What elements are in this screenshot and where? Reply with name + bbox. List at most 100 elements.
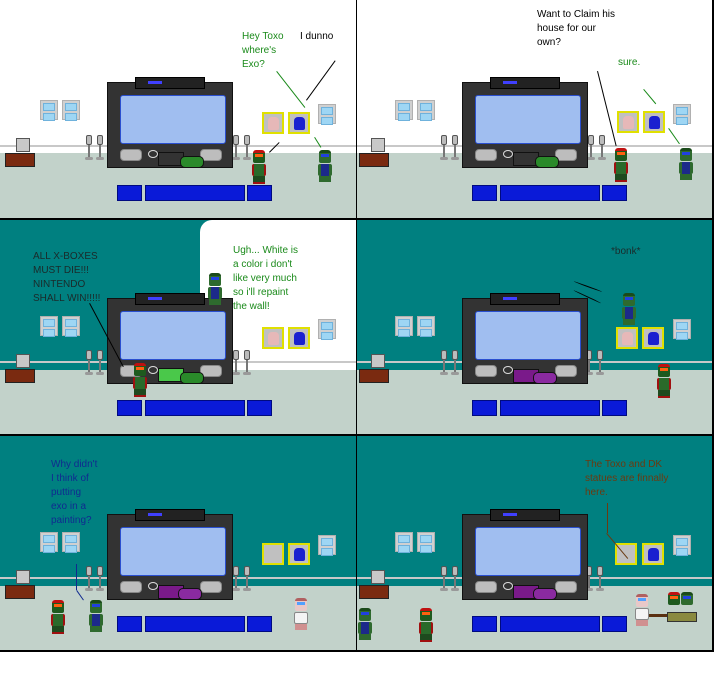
speech-text-green: Ugh... White is a color i don't like ver… [233, 245, 299, 312]
couch [145, 400, 245, 416]
couch [145, 616, 245, 632]
white-robot-character [294, 598, 308, 630]
printer [16, 354, 30, 368]
television [107, 514, 233, 600]
vcr [490, 77, 560, 89]
panel-4: *bonk* [357, 220, 714, 436]
game-controller [180, 156, 204, 168]
tv-speaker-grill [200, 365, 222, 377]
printer [371, 570, 385, 584]
portrait-blue-ninja [288, 327, 310, 349]
red-character [419, 608, 433, 642]
tv-logo-icon [148, 366, 158, 374]
panel-5: Why didn't I think of putting exo in a p… [0, 436, 357, 652]
speaker [598, 135, 606, 161]
couch [500, 400, 600, 416]
speaker [596, 566, 604, 592]
vcr [135, 77, 205, 89]
desk [5, 153, 35, 167]
tv-logo-icon [148, 150, 158, 158]
tv-speaker-grill [555, 149, 577, 161]
dk-statue [680, 592, 694, 612]
red-character [51, 600, 65, 634]
armchair [602, 185, 627, 201]
printer [16, 570, 30, 584]
desk [359, 585, 389, 599]
desk [359, 153, 389, 167]
speech-tail [76, 564, 77, 590]
tv-screen [120, 527, 226, 576]
portrait-blue-ninja [288, 543, 310, 565]
window [417, 532, 435, 553]
tv-speaker-grill [475, 149, 497, 161]
armchair [602, 616, 627, 632]
speaker [232, 566, 240, 592]
statue-base [667, 612, 697, 622]
vcr [135, 293, 205, 305]
armchair [602, 400, 627, 416]
green-character [622, 293, 636, 325]
green-character [318, 150, 332, 182]
panel-3: ALL X-BOXES MUST DIE!!! NINTENDO SHALL W… [0, 220, 357, 436]
panel-2: Want to Claim his house for our own? sur… [357, 0, 714, 220]
sound-effect-text: *bonk* [611, 246, 641, 257]
speech-text-red: Hey Toxo where's Exo? [242, 31, 284, 70]
speaker [587, 135, 595, 161]
game-controller [533, 588, 557, 600]
game-controller [178, 588, 202, 600]
speech-text-red: Want to Claim his house for our own? [537, 9, 615, 48]
vcr [490, 293, 560, 305]
window [62, 532, 80, 553]
vcr [135, 509, 205, 521]
tv-screen [120, 311, 226, 360]
speaker [85, 135, 93, 161]
window [318, 319, 336, 340]
window [417, 100, 435, 121]
speaker [243, 566, 251, 592]
tv-screen [475, 311, 581, 360]
speech-text-red: ALL X-BOXES MUST DIE!!! NINTENDO SHALL W… [33, 251, 101, 304]
tv-logo-icon [148, 582, 158, 590]
game-controller [180, 372, 204, 384]
speech-tail [607, 503, 608, 533]
green-character [89, 600, 103, 632]
couch [500, 185, 600, 201]
tv-logo-icon [503, 582, 513, 590]
tv-logo-icon [503, 366, 513, 374]
speaker [440, 350, 448, 376]
desk [5, 369, 35, 383]
armchair [117, 185, 142, 201]
speaker [85, 566, 93, 592]
speaker [243, 350, 251, 376]
speaker [85, 350, 93, 376]
window [395, 316, 413, 337]
red-character [252, 150, 266, 184]
tv-speaker-grill [475, 581, 497, 593]
speech-text-white-robot: The Toxo and DK statues are finnally her… [585, 459, 669, 498]
armchair [472, 616, 497, 632]
toxo-statue [667, 592, 681, 612]
window [40, 100, 58, 121]
panel-1: Hey Toxo where's Exo? I dunno [0, 0, 357, 220]
armchair [247, 185, 272, 201]
television [462, 298, 588, 384]
speech-text-green: I dunno [300, 31, 334, 42]
window [673, 319, 691, 340]
armchair [472, 400, 497, 416]
green-character [679, 148, 693, 180]
armchair [247, 400, 272, 416]
speaker [232, 135, 240, 161]
couch [145, 185, 245, 201]
tv-screen [120, 95, 226, 144]
tv-logo-icon [503, 150, 513, 158]
red-character [657, 364, 671, 398]
portrait-white-robot [262, 327, 284, 349]
speech-text-green: Why didn't I think of putting exo in a p… [51, 459, 98, 526]
window [395, 532, 413, 553]
hammer [649, 614, 669, 617]
panel-6: The Toxo and DK statues are finnally her… [357, 436, 714, 652]
armchair [117, 616, 142, 632]
red-character [133, 363, 147, 397]
tv-speaker-grill [200, 581, 222, 593]
armchair [472, 185, 497, 201]
